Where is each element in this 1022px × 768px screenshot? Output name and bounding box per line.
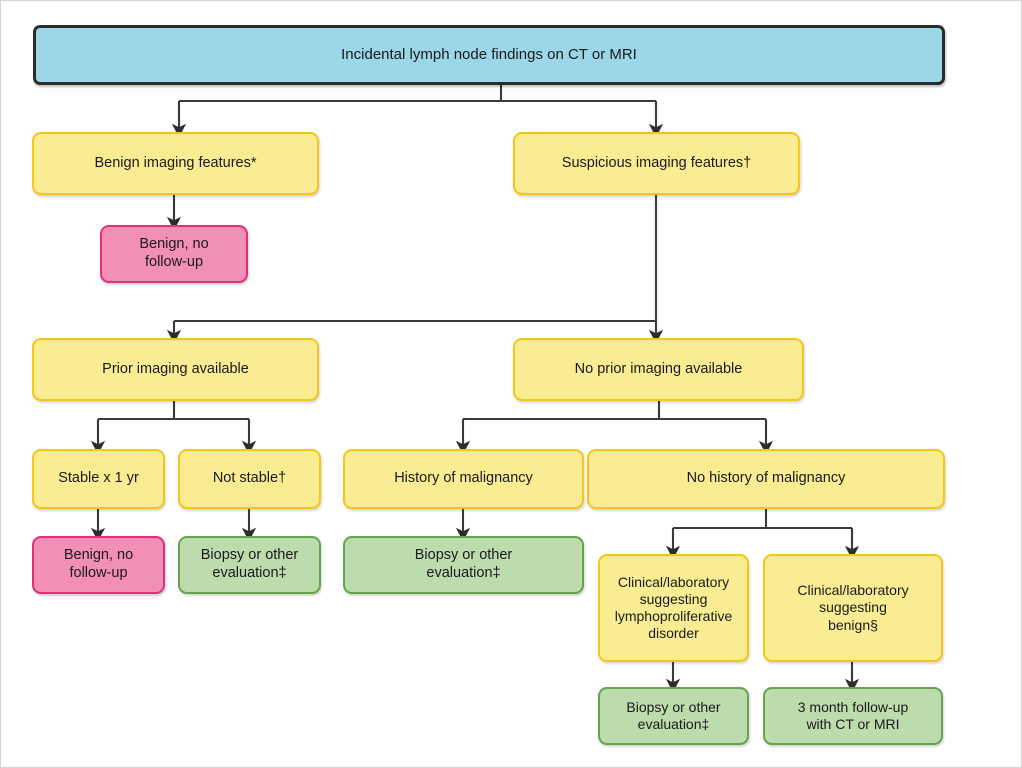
node-clinical-lymphoproliferative[interactable]: Clinical/laboratory suggesting lymphopro… xyxy=(598,554,749,662)
node-benign-no-followup-1-label: Benign, no follow-up xyxy=(139,236,209,270)
node-root[interactable]: Incidental lymph node findings on CT or … xyxy=(33,25,945,85)
node-stable-1yr-label: Stable x 1 yr xyxy=(58,470,139,487)
node-clinical-benign[interactable]: Clinical/laboratory suggesting benign§ xyxy=(763,554,943,662)
node-no-prior-imaging-available[interactable]: No prior imaging available xyxy=(513,338,804,401)
node-suspicious-imaging-features-label: Suspicious imaging features† xyxy=(561,154,752,171)
node-clinical-lymphoproliferative-label: Clinical/laboratory suggesting lymphopro… xyxy=(614,573,733,642)
node-prior-imaging-available[interactable]: Prior imaging available xyxy=(32,338,319,401)
node-not-stable[interactable]: Not stable† xyxy=(178,449,321,509)
node-benign-no-followup-2[interactable]: Benign, no follow-up xyxy=(32,536,165,594)
node-history-of-malignancy-label: History of malignancy xyxy=(394,470,533,487)
node-clinical-benign-label: Clinical/laboratory suggesting benign§ xyxy=(797,582,909,633)
node-no-prior-imaging-available-label: No prior imaging available xyxy=(574,360,743,377)
node-three-month-followup[interactable]: 3 month follow-up with CT or MRI xyxy=(763,687,943,745)
node-stable-1yr[interactable]: Stable x 1 yr xyxy=(32,449,165,509)
node-not-stable-label: Not stable† xyxy=(212,470,287,487)
node-root-label: Incidental lymph node findings on CT or … xyxy=(341,45,637,63)
node-no-history-of-malignancy-label: No history of malignancy xyxy=(686,470,846,487)
node-prior-imaging-available-label: Prior imaging available xyxy=(102,360,249,377)
node-history-of-malignancy[interactable]: History of malignancy xyxy=(343,449,584,509)
node-three-month-followup-label: 3 month follow-up with CT or MRI xyxy=(797,698,909,732)
node-no-history-of-malignancy[interactable]: No history of malignancy xyxy=(587,449,945,509)
node-biopsy-or-other-evaluation-3[interactable]: Biopsy or other evaluation‡ xyxy=(598,687,749,745)
node-biopsy-or-other-evaluation-1-label: Biopsy or other evaluation‡ xyxy=(200,547,299,581)
node-benign-imaging-features-label: Benign imaging features* xyxy=(94,154,257,171)
node-biopsy-or-other-evaluation-1[interactable]: Biopsy or other evaluation‡ xyxy=(178,536,321,594)
node-benign-no-followup-2-label: Benign, no follow-up xyxy=(63,547,134,581)
node-biopsy-or-other-evaluation-2-label: Biopsy or other evaluation‡ xyxy=(414,547,513,581)
node-suspicious-imaging-features[interactable]: Suspicious imaging features† xyxy=(513,132,800,195)
node-benign-imaging-features[interactable]: Benign imaging features* xyxy=(32,132,319,195)
node-biopsy-or-other-evaluation-3-label: Biopsy or other evaluation‡ xyxy=(626,698,721,732)
node-benign-no-followup-1[interactable]: Benign, no follow-up xyxy=(100,225,248,283)
node-biopsy-or-other-evaluation-2[interactable]: Biopsy or other evaluation‡ xyxy=(343,536,584,594)
